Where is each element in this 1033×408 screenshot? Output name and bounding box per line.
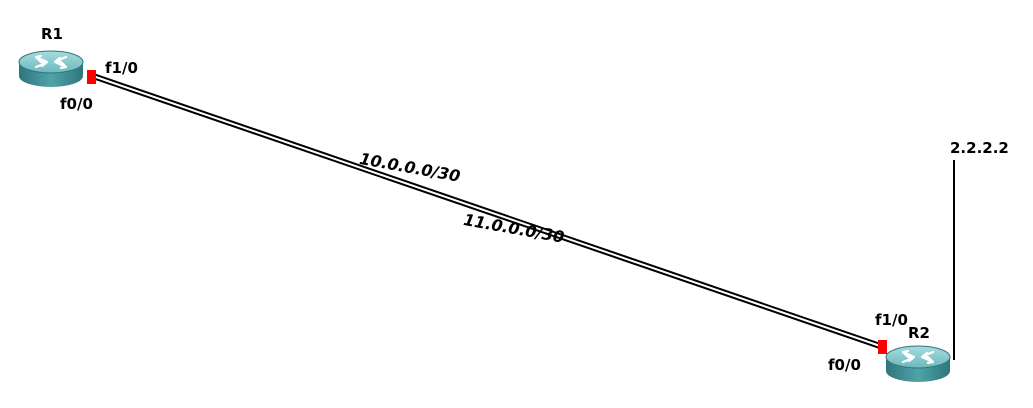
r1-f1-label: f1/0 [105,59,138,77]
router-r1-icon[interactable] [18,50,84,87]
interface-marker-r1[interactable] [87,70,96,84]
router-r2-icon[interactable] [885,345,951,382]
loopback-label: 2.2.2.2 [950,139,1009,157]
r2-f0-label: f0/0 [828,356,861,374]
r2-f1-label: f1/0 [875,311,908,329]
interface-marker-r2[interactable] [878,340,887,354]
router-r2-label: R2 [908,324,930,342]
link-r1-r2[interactable] [92,73,884,350]
router-r1-label: R1 [41,25,63,43]
r1-f0-label: f0/0 [60,95,93,113]
